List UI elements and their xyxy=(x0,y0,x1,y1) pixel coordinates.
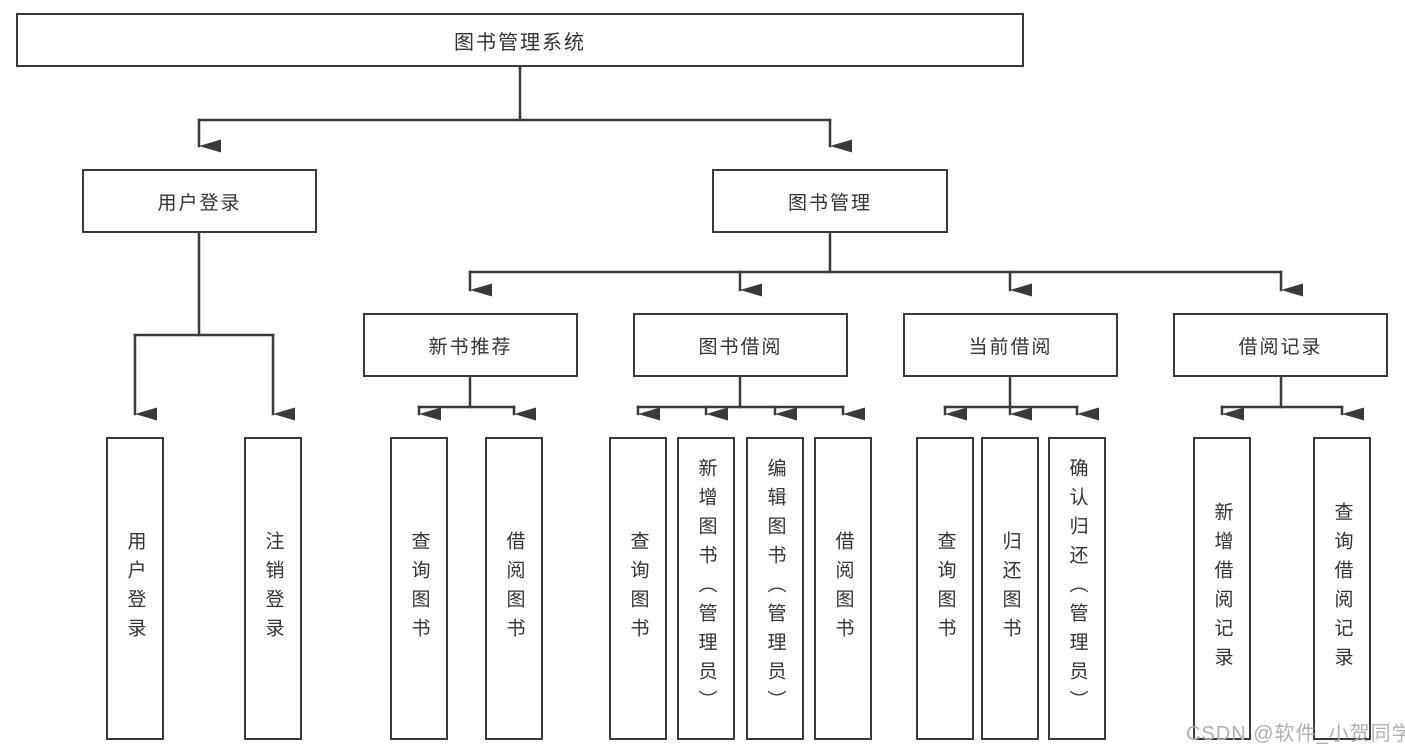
node-borrowing-records-label: 借阅记录 xyxy=(1238,336,1323,358)
leaf-query-books-borrowing-label: 查询图书 xyxy=(627,530,649,647)
node-book-management: 图书管理 xyxy=(712,169,948,233)
leaf-add-books-admin: 新增图书（管理员） xyxy=(677,437,735,740)
leaf-borrow-books-borrowing: 借阅图书 xyxy=(814,437,872,740)
edge-current-borrowing-to-leaves xyxy=(943,375,1099,421)
leaf-user-login: 用户登录 xyxy=(106,437,164,740)
node-book-borrowing: 图书借阅 xyxy=(633,313,848,377)
leaf-borrow-books-borrowing-label: 借阅图书 xyxy=(832,530,854,647)
leaf-query-borrow-record-label: 查询借阅记录 xyxy=(1331,501,1353,676)
leaf-borrow-books-recommend-label: 借阅图书 xyxy=(503,530,525,647)
node-borrowing-records: 借阅记录 xyxy=(1173,313,1388,377)
csdn-watermark: CSDN @软件_小贺同学 xyxy=(1186,723,1405,745)
leaf-return-books-label: 归还图书 xyxy=(999,530,1021,647)
edge-root-to-level2 xyxy=(197,65,852,153)
leaf-add-borrow-record: 新增借阅记录 xyxy=(1193,437,1251,740)
leaf-query-books-borrowing: 查询图书 xyxy=(609,437,667,740)
leaf-user-login-label: 用户登录 xyxy=(124,530,146,647)
node-current-borrowing: 当前借阅 xyxy=(903,313,1118,377)
leaf-query-borrow-record: 查询借阅记录 xyxy=(1313,437,1371,740)
leaf-confirm-return-admin-label: 确认归还（管理员） xyxy=(1066,458,1088,719)
leaf-add-books-admin-label: 新增图书（管理员） xyxy=(695,458,717,719)
leaf-edit-books-admin-label: 编辑图书（管理员） xyxy=(764,458,786,719)
edge-user-login-to-leaves xyxy=(133,231,295,421)
node-user-login-label: 用户登录 xyxy=(157,192,242,214)
leaf-query-books-recommend: 查询图书 xyxy=(390,437,448,740)
leaf-return-books: 归还图书 xyxy=(981,437,1039,740)
leaf-query-books-current-label: 查询图书 xyxy=(934,530,956,647)
leaf-edit-books-admin: 编辑图书（管理员） xyxy=(746,437,804,740)
node-book-management-label: 图书管理 xyxy=(787,192,872,214)
node-book-borrowing-label: 图书借阅 xyxy=(698,336,783,358)
leaf-logout-label: 注销登录 xyxy=(262,530,284,647)
leaf-confirm-return-admin: 确认归还（管理员） xyxy=(1048,437,1106,740)
leaf-query-books-current: 查询图书 xyxy=(916,437,974,740)
node-user-login: 用户登录 xyxy=(82,169,317,233)
leaf-logout: 注销登录 xyxy=(244,437,302,740)
node-root: 图书管理系统 xyxy=(16,13,1024,67)
edge-book-borrowing-to-leaves xyxy=(636,375,865,421)
node-new-book-recommend-label: 新书推荐 xyxy=(428,336,513,358)
leaf-add-borrow-record-label: 新增借阅记录 xyxy=(1211,501,1233,676)
edge-borrowing-records-to-leaves xyxy=(1220,375,1364,421)
edge-book-management-to-level3 xyxy=(468,231,1303,297)
node-root-label: 图书管理系统 xyxy=(454,31,586,54)
edge-new-book-recommend-to-leaves xyxy=(417,375,536,421)
node-current-borrowing-label: 当前借阅 xyxy=(968,336,1053,358)
leaf-borrow-books-recommend: 借阅图书 xyxy=(485,437,543,740)
leaf-query-books-recommend-label: 查询图书 xyxy=(408,530,430,647)
node-new-book-recommend: 新书推荐 xyxy=(363,313,578,377)
